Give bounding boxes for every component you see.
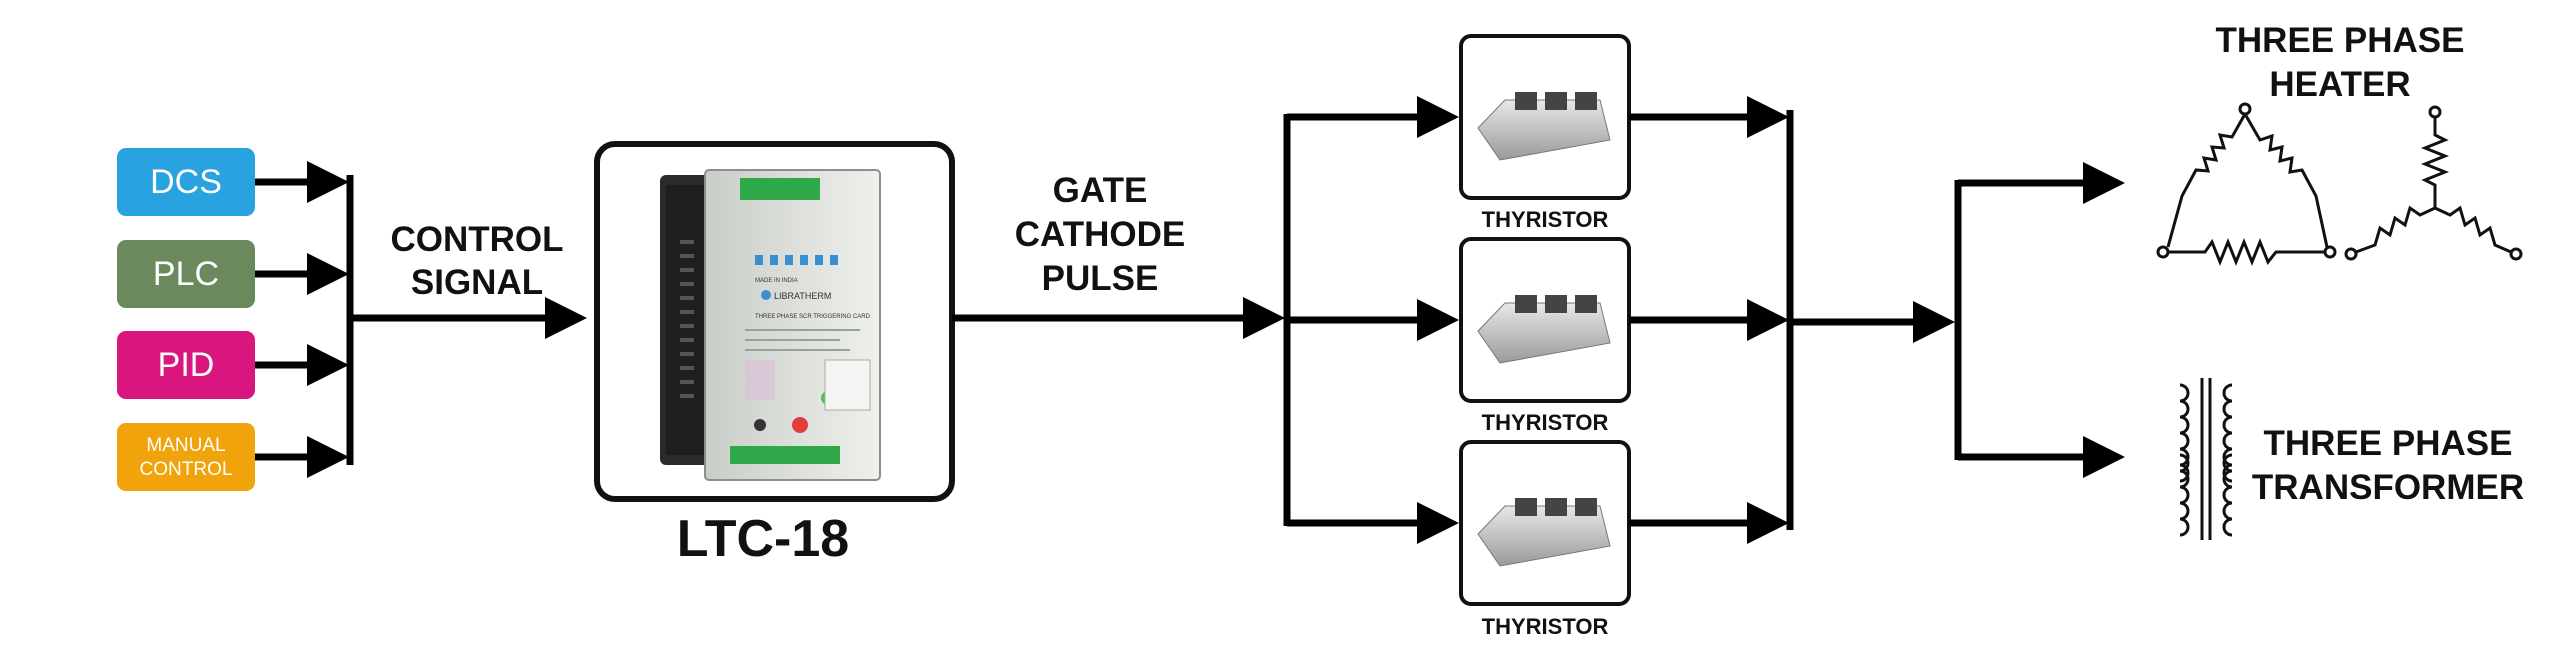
source-pid: PID — [117, 331, 255, 399]
thyristor-3-label: THYRISTOR — [1482, 614, 1609, 639]
device-brand-text: LIBRATHERM — [774, 291, 831, 301]
thyristor-2-label: THYRISTOR — [1482, 410, 1609, 435]
output-connectors — [1629, 96, 2125, 544]
gate-pulse-connectors — [952, 96, 1459, 544]
transformer-label-line1: THREE PHASE — [2264, 424, 2513, 463]
gate-label-line1: GATE — [1053, 171, 1148, 210]
thyristor-1-label: THYRISTOR — [1482, 207, 1609, 232]
source-dcs: DCS — [117, 148, 255, 216]
delta-heater-symbol — [2156, 102, 2337, 267]
svg-text:DCS: DCS — [150, 163, 222, 201]
ltc18-device: LIBRATHERM THREE PHASE SCR TRIGGERING CA… — [594, 141, 955, 502]
source-manual-control: MANUAL CONTROL — [117, 423, 255, 491]
control-signal-label-line1: CONTROL — [390, 220, 563, 259]
thyristor-2: THYRISTOR — [1459, 237, 1631, 435]
svg-text:PID: PID — [158, 346, 215, 384]
heater-label-line2: HEATER — [2269, 65, 2410, 104]
ltc18-label: LTC-18 — [677, 510, 849, 568]
transformer-label-line2: TRANSFORMER — [2252, 468, 2524, 507]
thyristor-3: THYRISTOR — [1459, 440, 1631, 639]
gate-label-line2: CATHODE — [1015, 215, 1185, 254]
svg-text:PLC: PLC — [153, 255, 219, 293]
thyristor-1: THYRISTOR — [1459, 34, 1631, 232]
source-plc: PLC — [117, 240, 255, 308]
device-product-text: THREE PHASE SCR TRIGGERING CARD — [755, 314, 871, 320]
transformer-symbol — [2179, 378, 2233, 540]
source-connectors — [255, 161, 587, 478]
heater-label-line1: THREE PHASE — [2216, 21, 2465, 60]
svg-text:CONTROL: CONTROL — [140, 459, 233, 480]
star-heater-symbol — [2344, 105, 2523, 261]
control-signal-label-line2: SIGNAL — [411, 263, 543, 302]
gate-label-line3: PULSE — [1042, 259, 1159, 298]
device-made-in-text: MADE IN INDIA — [755, 278, 798, 284]
svg-text:MANUAL: MANUAL — [146, 435, 225, 456]
